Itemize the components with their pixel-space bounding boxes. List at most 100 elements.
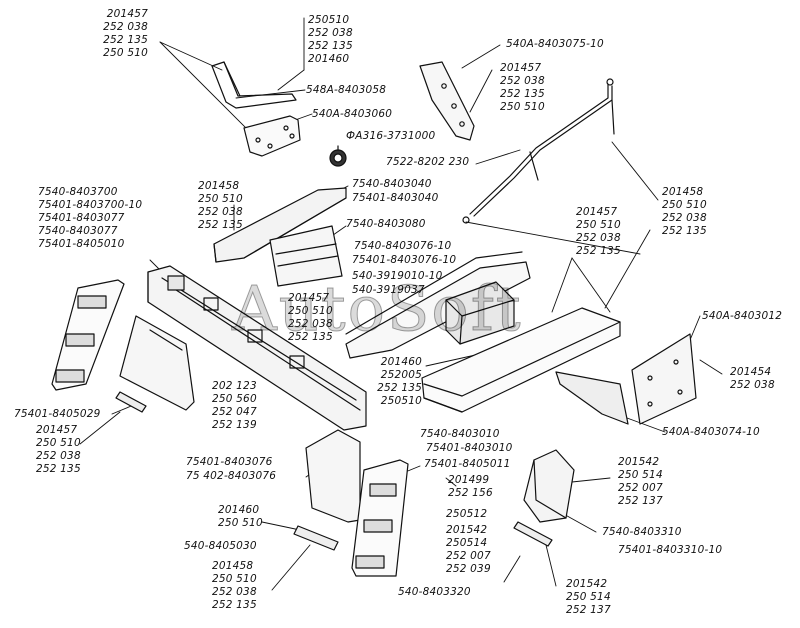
- frame-beam: [147, 265, 367, 431]
- cover-7540-8403040: [213, 187, 347, 263]
- plate-540a-8403060: [243, 115, 301, 157]
- part-number: 250 510: [198, 193, 243, 205]
- left-step: [51, 279, 125, 391]
- part-number: 252 135: [500, 88, 545, 100]
- part-number: 252 038: [576, 232, 621, 244]
- part-number: 250 510: [218, 517, 263, 529]
- part-number: 201499: [448, 474, 490, 486]
- part-number: 201458: [212, 560, 254, 572]
- label-7540-8403080: 7540-8403080: [346, 218, 426, 230]
- group-201542-c: 201542 250 514 252 137: [566, 578, 611, 617]
- top-left-group: 201457 252 038 252 135 250 510: [96, 8, 148, 60]
- part-number: 250 514: [566, 591, 611, 603]
- part-number: 7540-8403700: [38, 186, 118, 198]
- part-number: 252 007: [618, 482, 663, 494]
- bar-540-8405030: [293, 525, 339, 551]
- part-number: 250510: [380, 395, 422, 407]
- bracket-7540-8403310: [523, 449, 575, 523]
- group-201460-mid: 201460 252005 252 135 250510: [370, 356, 422, 408]
- part-number: 252 038: [103, 21, 148, 33]
- part-number: 75401-8405010: [38, 238, 125, 250]
- part-number: 201457: [576, 206, 618, 218]
- part-number: 75401-8403700-10: [38, 199, 143, 211]
- label-540a-8403075: 540А-8403075-10: [506, 38, 604, 50]
- label-540-3919010: 540-3919010-10: [352, 270, 443, 282]
- bar-75401-8405029: [115, 391, 147, 413]
- part-number: 250514: [446, 537, 488, 549]
- mud-guard-panel: [119, 315, 195, 411]
- part-number: 201460: [218, 504, 260, 516]
- center-group: 201457 250 510 252 038 252 135: [288, 292, 333, 344]
- label-540-8405030: 540-8405030: [184, 540, 257, 552]
- label-75401-8405029: 75401-8405029: [14, 408, 101, 420]
- part-number: 202 123: [212, 380, 257, 392]
- group-201458-a: 201458 250 510 252 038 252 135: [198, 180, 243, 232]
- part-number: 250 510: [103, 47, 148, 59]
- part-number: 250 510: [662, 199, 707, 211]
- group-201458-bottom: 201458 250 510 252 038 252 135: [212, 560, 257, 612]
- part-number: 250 510: [576, 219, 621, 231]
- right-mid-group: 201457 250 510 252 038 252 135: [576, 206, 621, 258]
- part-number: 252 135: [36, 463, 81, 475]
- part-number: 252005: [380, 369, 422, 381]
- label-75401-8403076: 75401-8403076: [186, 456, 273, 468]
- group-201458-b: 201458 250 510 252 038 252 135: [662, 186, 707, 238]
- part-number: 250 510: [288, 305, 333, 317]
- group-201542-b: 201542 250514 252 007 252 039: [446, 524, 491, 576]
- left-bottom-group: 201457 250 510 252 038 252 135: [36, 424, 81, 476]
- label-540a-8403060: 540А-8403060: [312, 108, 393, 120]
- part-number: 252 038: [662, 212, 707, 224]
- part-number: 252 135: [576, 245, 621, 257]
- part-number: 201454: [730, 366, 772, 378]
- part-number: 252 135: [288, 331, 333, 343]
- label-7522-8202230: 7522-8202 230: [386, 156, 470, 168]
- part-number: 252 038: [198, 206, 243, 218]
- part-number: 252 038: [730, 379, 775, 391]
- label-540a-8403074: 540А-8403074-10: [662, 426, 760, 438]
- part-number: 252 038: [500, 75, 545, 87]
- part-number: 201457: [36, 424, 78, 436]
- part-number: 201457: [288, 292, 330, 304]
- label-75401-8403010: 75401-8403010: [426, 442, 513, 454]
- part-number: 201458: [198, 180, 240, 192]
- part-number: 252 137: [618, 495, 663, 507]
- part-number: 250 510: [212, 573, 257, 585]
- part-number: 252 135: [308, 40, 353, 52]
- part-number: 201542: [566, 578, 608, 590]
- label-75401-8403040: 75401-8403040: [352, 192, 439, 204]
- rear-panel: [305, 429, 361, 523]
- platform-7540-8403010: [421, 307, 621, 413]
- part-number: 201460: [308, 53, 350, 65]
- part-number: 250 560: [212, 393, 257, 405]
- label-7540-8403310: 7540-8403310: [602, 526, 682, 538]
- part-number: 250510: [308, 14, 350, 26]
- part-number: 252 135: [377, 382, 422, 394]
- battery-box: [345, 251, 531, 359]
- label-540-3919037: 540-3919037: [352, 284, 425, 296]
- part-number: 252 038: [288, 318, 333, 330]
- bracket-540a-8403074: [555, 371, 629, 425]
- valve-fa316: [329, 145, 347, 167]
- label-540-8403320: 540-8403320: [398, 586, 471, 598]
- label-250512: 250512: [446, 508, 488, 520]
- part-number: 250 510: [36, 437, 81, 449]
- label-7540-8403010: 7540-8403010: [420, 428, 500, 440]
- part-number: 252 135: [212, 599, 257, 611]
- part-number: 201458: [662, 186, 704, 198]
- bracket-548a: [211, 61, 297, 109]
- part-number: 252 038: [36, 450, 81, 462]
- part-number: 201542: [446, 524, 488, 536]
- part-number: 252 156: [448, 487, 493, 499]
- bracket-540a-8403075: [419, 61, 475, 141]
- label-7540-8403076-10: 7540-8403076-10: [354, 240, 452, 252]
- part-number: 252 039: [446, 563, 491, 575]
- label-548a-8403058: 548А-8403058: [306, 84, 387, 96]
- part-number: 250 510: [500, 101, 545, 113]
- part-number: 250 514: [618, 469, 663, 481]
- label-75401-8403076-10: 75401-8403076-10: [352, 254, 457, 266]
- group-201454: 201454 252 038: [730, 366, 775, 392]
- top-mid-group: 250510 252 038 252 135 201460: [308, 14, 353, 66]
- label-75401-8405011: 75401-8405011: [424, 458, 511, 470]
- part-number: 201457: [500, 62, 542, 74]
